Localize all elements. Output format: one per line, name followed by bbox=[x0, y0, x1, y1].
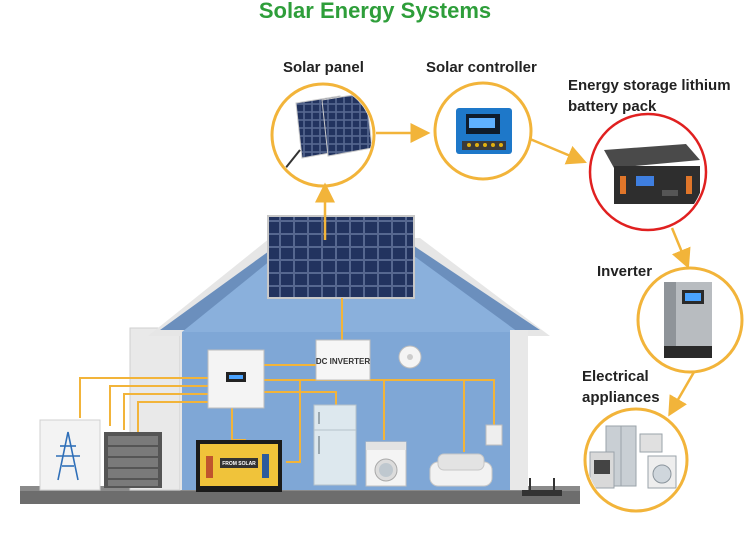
wall-switch bbox=[485, 424, 503, 446]
television: FROM SOLAR bbox=[196, 440, 282, 492]
dc-inverter-device: DC INVERTER bbox=[315, 339, 371, 381]
label-battery-line2: battery pack bbox=[568, 98, 657, 115]
battery-rack bbox=[104, 432, 162, 488]
flow-arrows bbox=[315, 123, 696, 417]
roof-solar-panel bbox=[267, 215, 415, 299]
label-battery-line1: Energy storage lithium bbox=[568, 77, 731, 94]
tv-screen-text: FROM SOLAR bbox=[222, 461, 256, 467]
label-inverter: Inverter bbox=[597, 263, 653, 280]
battery-pack-circle bbox=[588, 112, 708, 232]
inverter-circle bbox=[636, 266, 744, 374]
solar-panel-circle bbox=[270, 82, 376, 188]
label-appliances-line1: Electrical bbox=[582, 368, 649, 385]
refrigerator bbox=[313, 404, 357, 486]
wifi-router bbox=[522, 478, 562, 496]
dc-inverter-label: DC INVERTER bbox=[316, 357, 370, 366]
armchair bbox=[429, 453, 493, 487]
label-solar-controller: Solar controller bbox=[426, 59, 537, 76]
appliances-circle bbox=[583, 407, 689, 513]
washing-machine bbox=[365, 441, 407, 487]
transmission-tower-icon bbox=[56, 431, 80, 481]
label-appliances-line2: appliances bbox=[582, 389, 660, 406]
hybrid-inverter-device bbox=[207, 349, 265, 409]
label-solar-panel: Solar panel bbox=[283, 59, 364, 76]
solar-controller-circle bbox=[433, 81, 533, 181]
page-title: Solar Energy Systems bbox=[258, 0, 492, 23]
wall-clock bbox=[398, 345, 422, 369]
